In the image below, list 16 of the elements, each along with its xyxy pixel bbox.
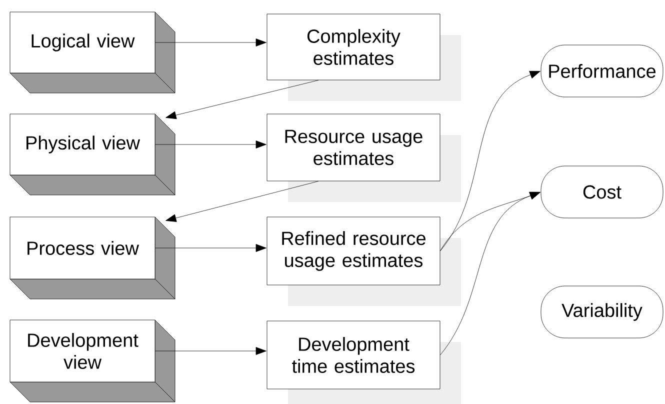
- view-block: Logical view: [10, 12, 176, 94]
- arrow: [155, 38, 266, 46]
- view-block: Physical view: [10, 114, 176, 196]
- arrow: [440, 192, 540, 356]
- estimate-box: Development time estimates: [266, 320, 461, 404]
- arrow: [155, 244, 266, 252]
- view-block: Development view: [10, 320, 176, 402]
- arrow: [166, 80, 319, 120]
- arrow: [440, 70, 540, 252]
- estimate-box: Refined resource usage estimates: [266, 216, 461, 306]
- arrow: [155, 347, 266, 355]
- view-block: Process view: [10, 216, 176, 300]
- arrow: [166, 181, 319, 222]
- estimate-box: Resource usage estimates: [266, 114, 461, 202]
- estimate-box: Complexity estimates: [266, 14, 461, 101]
- arrow: [155, 140, 266, 148]
